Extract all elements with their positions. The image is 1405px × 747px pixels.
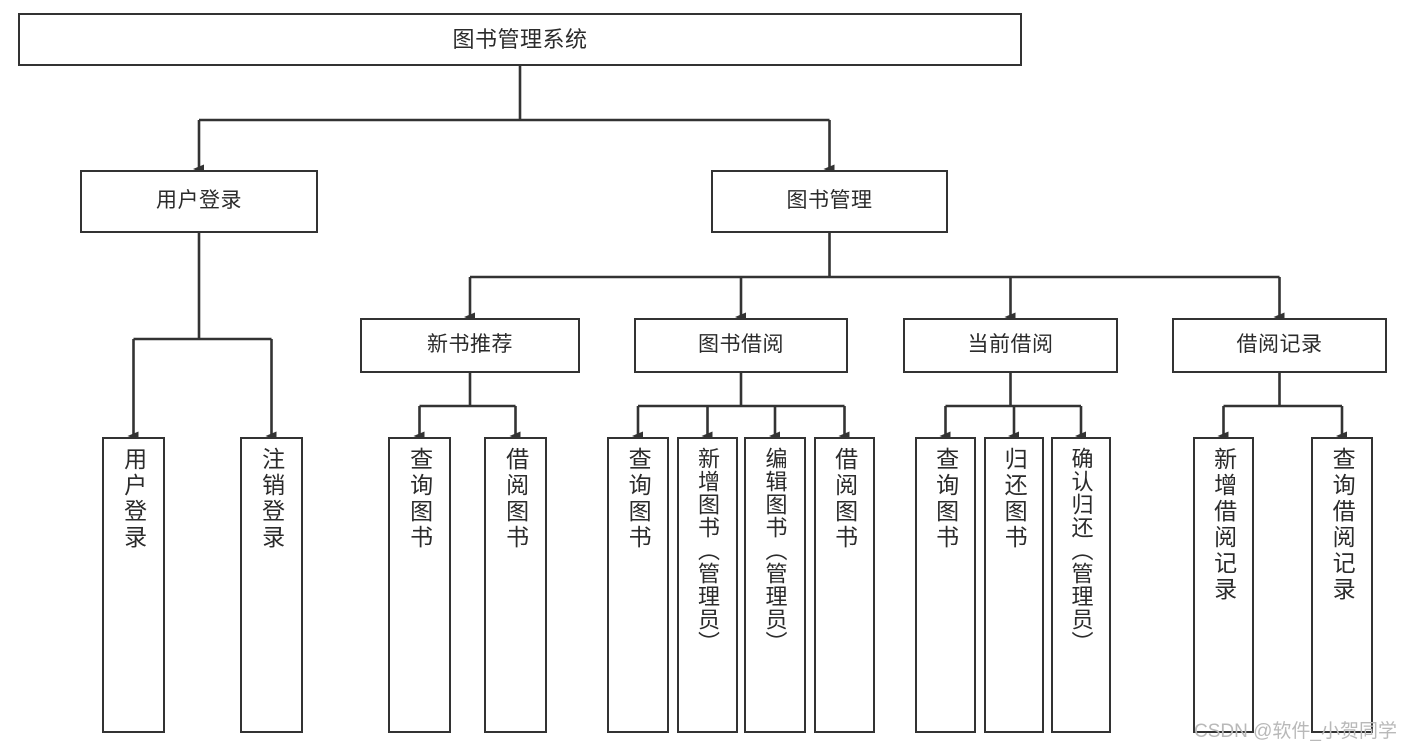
node-label: 用户登录 xyxy=(156,189,242,213)
leaf-confirm-return-admin[interactable]: 确认归还（管理员） xyxy=(1051,437,1111,733)
node-label: 用户登录 xyxy=(120,447,147,551)
node-label: 查询借阅记录 xyxy=(1329,447,1356,603)
node-current-borrow[interactable]: 当前借阅 xyxy=(903,318,1118,373)
leaf-edit-book-admin[interactable]: 编辑图书（管理员） xyxy=(744,437,806,733)
leaf-query-book-recommend[interactable]: 查询图书 xyxy=(388,437,451,733)
node-label: 图书借阅 xyxy=(698,333,784,357)
node-label: 图书管理系统 xyxy=(452,26,588,52)
node-label: 确认归还（管理员） xyxy=(1068,447,1094,654)
node-label: 借阅记录 xyxy=(1236,333,1323,357)
node-new-book-recommend[interactable]: 新书推荐 xyxy=(360,318,580,373)
node-label: 查询图书 xyxy=(625,447,652,551)
tree-connectors xyxy=(127,66,1347,441)
node-label: 查询图书 xyxy=(932,447,959,551)
leaf-borrow-book[interactable]: 借阅图书 xyxy=(814,437,875,733)
leaf-logout-login[interactable]: 注销登录 xyxy=(240,437,303,733)
csdn-watermark: CSDN @软件_小贺同学 xyxy=(1194,721,1397,742)
node-label: 当前借阅 xyxy=(967,333,1054,357)
node-label: 借阅图书 xyxy=(502,447,529,551)
node-label: 注销登录 xyxy=(258,447,285,551)
node-label: 新增借阅记录 xyxy=(1210,447,1237,603)
node-label: 新书推荐 xyxy=(427,333,513,357)
leaf-add-borrow-record[interactable]: 新增借阅记录 xyxy=(1193,437,1254,733)
node-book-borrow[interactable]: 图书借阅 xyxy=(634,318,848,373)
node-label: 新增图书（管理员） xyxy=(695,447,721,654)
node-label: 借阅图书 xyxy=(831,447,858,551)
leaf-query-book-current[interactable]: 查询图书 xyxy=(915,437,976,733)
node-label: 归还图书 xyxy=(1001,447,1028,551)
leaf-user-login[interactable]: 用户登录 xyxy=(102,437,165,733)
leaf-borrow-book-recommend[interactable]: 借阅图书 xyxy=(484,437,547,733)
leaf-query-borrow-record[interactable]: 查询借阅记录 xyxy=(1311,437,1373,733)
leaf-return-book[interactable]: 归还图书 xyxy=(984,437,1044,733)
node-root-book-management-system[interactable]: 图书管理系统 xyxy=(18,13,1022,66)
node-label: 图书管理 xyxy=(786,189,873,213)
leaf-add-book-admin[interactable]: 新增图书（管理员） xyxy=(677,437,738,733)
leaf-query-book-borrow[interactable]: 查询图书 xyxy=(607,437,669,733)
node-label: 编辑图书（管理员） xyxy=(762,447,788,654)
node-borrow-record[interactable]: 借阅记录 xyxy=(1172,318,1387,373)
node-book-management[interactable]: 图书管理 xyxy=(711,170,948,233)
node-label: 查询图书 xyxy=(406,447,433,551)
node-user-login[interactable]: 用户登录 xyxy=(80,170,318,233)
